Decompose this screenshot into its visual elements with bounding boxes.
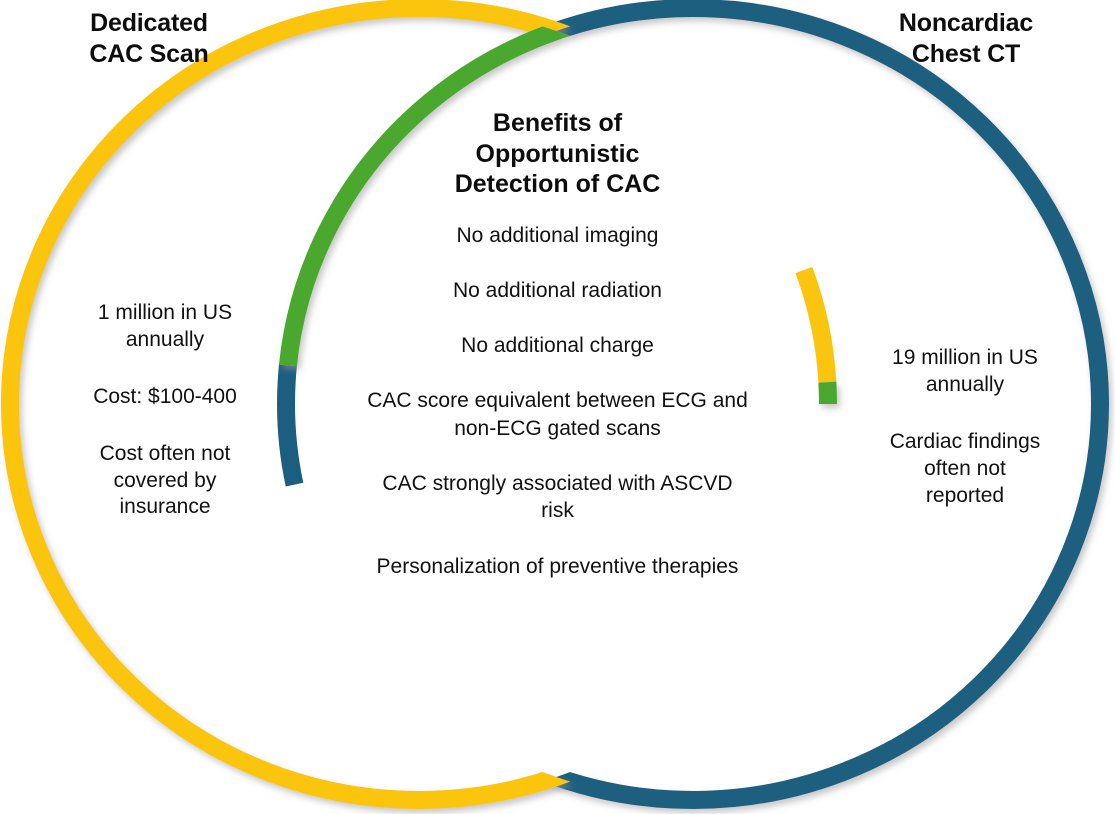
intersection-item-2: No additional charge bbox=[461, 334, 654, 358]
left-item-2: Cost often not covered by insurance bbox=[99, 441, 231, 519]
intersection-item-1: No additional radiation bbox=[453, 278, 662, 302]
right-circle-content: 19 million in US annually Cardiac findin… bbox=[855, 345, 1075, 509]
right-circle-title: Noncardiac Chest CT bbox=[898, 9, 1034, 68]
intersection-item-3: CAC score equivalent between ECG and non… bbox=[367, 389, 748, 440]
intersection-heading: Benefits of Opportunistic Detection of C… bbox=[454, 109, 661, 198]
crossing-overlap-top bbox=[277, 8, 837, 800]
intersection-item-4: CAC strongly associated with ASCVD risk bbox=[382, 471, 733, 523]
right-item-1: Cardiac findings often not reported bbox=[889, 429, 1041, 507]
intersection-content: Benefits of Opportunistic Detection of C… bbox=[300, 108, 815, 580]
intersection-item-5: Personalization of preventive therapies bbox=[376, 554, 739, 578]
left-circle-title: Dedicated CAC Scan bbox=[89, 9, 209, 68]
intersection-item-0: No additional imaging bbox=[456, 223, 659, 247]
left-circle-content: 1 million in US annually Cost: $100-400 … bbox=[50, 300, 280, 521]
right-item-0: 19 million in US annually bbox=[892, 346, 1038, 396]
left-item-1: Cost: $100-400 bbox=[93, 384, 237, 408]
left-item-0: 1 million in US annually bbox=[97, 301, 233, 351]
intersection-arc-right bbox=[286, 8, 837, 800]
